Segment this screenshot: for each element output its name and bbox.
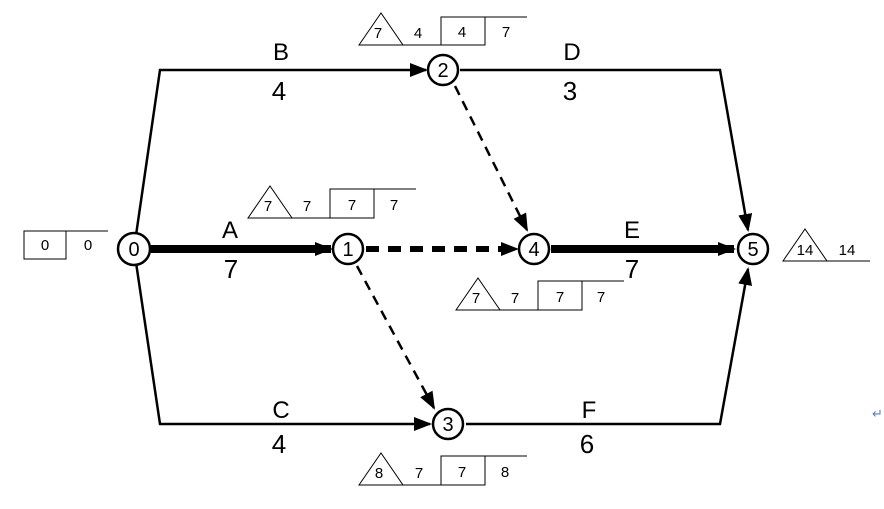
- node-2-box1: 4: [458, 24, 466, 41]
- node-3-box1: 7: [458, 464, 466, 481]
- node-4-label: 4: [528, 239, 539, 261]
- node-4: 4: [517, 232, 551, 266]
- node-4-time-params: 7 7 7 7: [455, 277, 624, 311]
- node-2-tri: 7: [374, 25, 382, 42]
- return-mark: ↵: [872, 406, 883, 421]
- node-1-tri: 7: [264, 198, 272, 215]
- node-1-box1: 7: [348, 197, 356, 214]
- edge-f: [466, 267, 753, 426]
- node-1-label: 1: [342, 239, 353, 261]
- activity-e-duration: 7: [625, 254, 639, 284]
- node-1-box2: 7: [390, 197, 398, 214]
- edge-dummy-2-4: [453, 85, 529, 232]
- edge-dummy-1-3: [355, 265, 436, 410]
- node-3: 3: [431, 407, 465, 441]
- activity-b-duration: 4: [272, 76, 286, 106]
- node-1-time-params: 7 7 7 7: [247, 185, 416, 219]
- node-5-time-params: 14 14: [782, 228, 870, 262]
- node-0-box1: 0: [41, 237, 49, 254]
- node-2-box2: 7: [502, 24, 510, 41]
- node-0-label: 0: [128, 239, 139, 261]
- node-1-v1: 7: [303, 198, 311, 215]
- node-5-label: 5: [747, 239, 758, 261]
- node-3-box2: 8: [501, 464, 509, 481]
- node-0-time-params: 0 0: [23, 230, 108, 260]
- edge-d: [460, 68, 753, 232]
- node-4-box2: 7: [597, 289, 605, 306]
- node-3-v1: 7: [415, 465, 423, 482]
- node-0: 0: [116, 231, 152, 267]
- node-5: 5: [736, 232, 770, 266]
- node-4-v1: 7: [511, 290, 519, 307]
- node-5-tri: 14: [797, 242, 814, 259]
- activity-d-name: D: [563, 39, 580, 66]
- node-3-label: 3: [442, 414, 453, 436]
- activity-e-name: E: [624, 217, 640, 244]
- node-2-label: 2: [437, 60, 448, 82]
- activity-b-name: B: [273, 39, 289, 66]
- node-3-time-params: 8 7 7 8: [358, 452, 527, 486]
- node-1: 1: [331, 232, 365, 266]
- node-0-box2: 0: [84, 237, 92, 254]
- activity-d-duration: 3: [563, 76, 577, 106]
- node-3-tri: 8: [375, 465, 383, 482]
- activity-f-duration: 6: [580, 429, 594, 459]
- node-5-v1: 14: [839, 242, 856, 259]
- activity-a-name: A: [222, 217, 238, 244]
- edge-c: [132, 248, 432, 431]
- node-2-time-params: 7 4 4 7: [358, 12, 527, 46]
- node-2-v1: 4: [414, 25, 422, 42]
- node-4-box1: 7: [556, 289, 564, 306]
- activity-a-duration: 7: [224, 254, 238, 284]
- node-4-tri: 7: [472, 290, 480, 307]
- edge-b: [132, 63, 428, 250]
- activity-c-duration: 4: [272, 429, 286, 459]
- activity-f-name: F: [582, 397, 597, 424]
- node-2: 2: [426, 53, 460, 87]
- activity-c-name: C: [272, 397, 289, 424]
